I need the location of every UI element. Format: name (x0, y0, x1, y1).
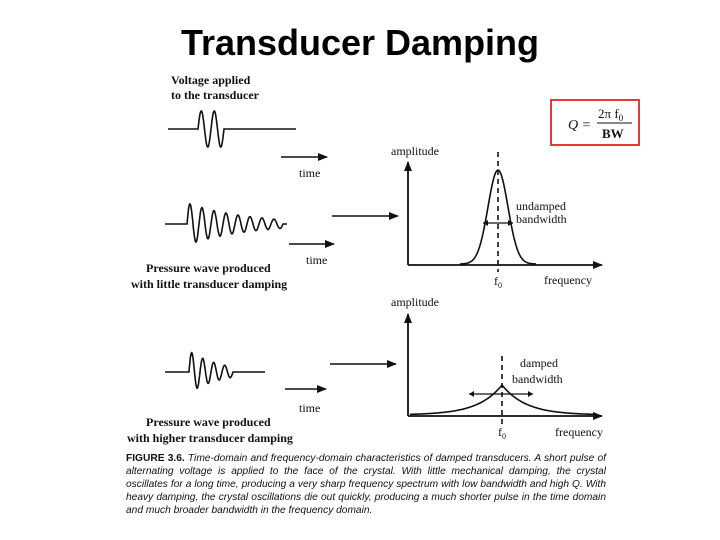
q-equation-numerator: 2π f0 (598, 106, 624, 123)
time-label-1: time (299, 166, 320, 180)
higher-damping-line2: with higher transducer damping (127, 431, 293, 445)
figure-caption-text: Time-domain and frequency-domain charact… (126, 453, 606, 516)
slide-title: Transducer Damping (180, 22, 540, 63)
time-label-2: time (306, 253, 327, 267)
figure-caption: FIGURE 3.6. Time-domain and frequency-do… (126, 452, 606, 517)
top-f0-label: f0 (494, 274, 502, 290)
higher-damping-line1: Pressure wave produced (146, 415, 271, 429)
damped-label-line1: damped (520, 356, 558, 370)
damped-spectrum-curve (409, 383, 596, 416)
figure-caption-lead: FIGURE 3.6. (126, 453, 185, 464)
little-damping-line1: Pressure wave produced (146, 261, 271, 275)
top-frequency-label: frequency (544, 273, 592, 287)
voltage-waveform (168, 110, 296, 148)
voltage-label-line1: Voltage applied (171, 73, 251, 87)
higher-damping-waveform (165, 351, 265, 390)
bottom-frequency-label: frequency (555, 425, 603, 439)
time-label-3: time (299, 401, 320, 415)
top-amplitude-label: amplitude (391, 144, 439, 158)
q-equation-box: Q = 2π f0 BW (550, 99, 640, 146)
q-equation: Q = 2π f0 BW (568, 106, 632, 141)
undamped-label-line1: undamped (516, 199, 566, 213)
q-equation-lhs: Q = (568, 118, 591, 133)
voltage-label-line2: to the transducer (171, 88, 260, 102)
damped-label-line2: bandwidth (512, 372, 563, 386)
q-equation-denominator: BW (602, 126, 624, 141)
undamped-label-line2: bandwidth (516, 212, 567, 226)
bottom-amplitude-label: amplitude (391, 295, 439, 309)
little-damping-waveform (165, 202, 287, 243)
little-damping-line2: with little transducer damping (131, 277, 287, 291)
bottom-f0-label: f0 (498, 425, 506, 441)
undamped-spectrum-curve (460, 169, 536, 265)
